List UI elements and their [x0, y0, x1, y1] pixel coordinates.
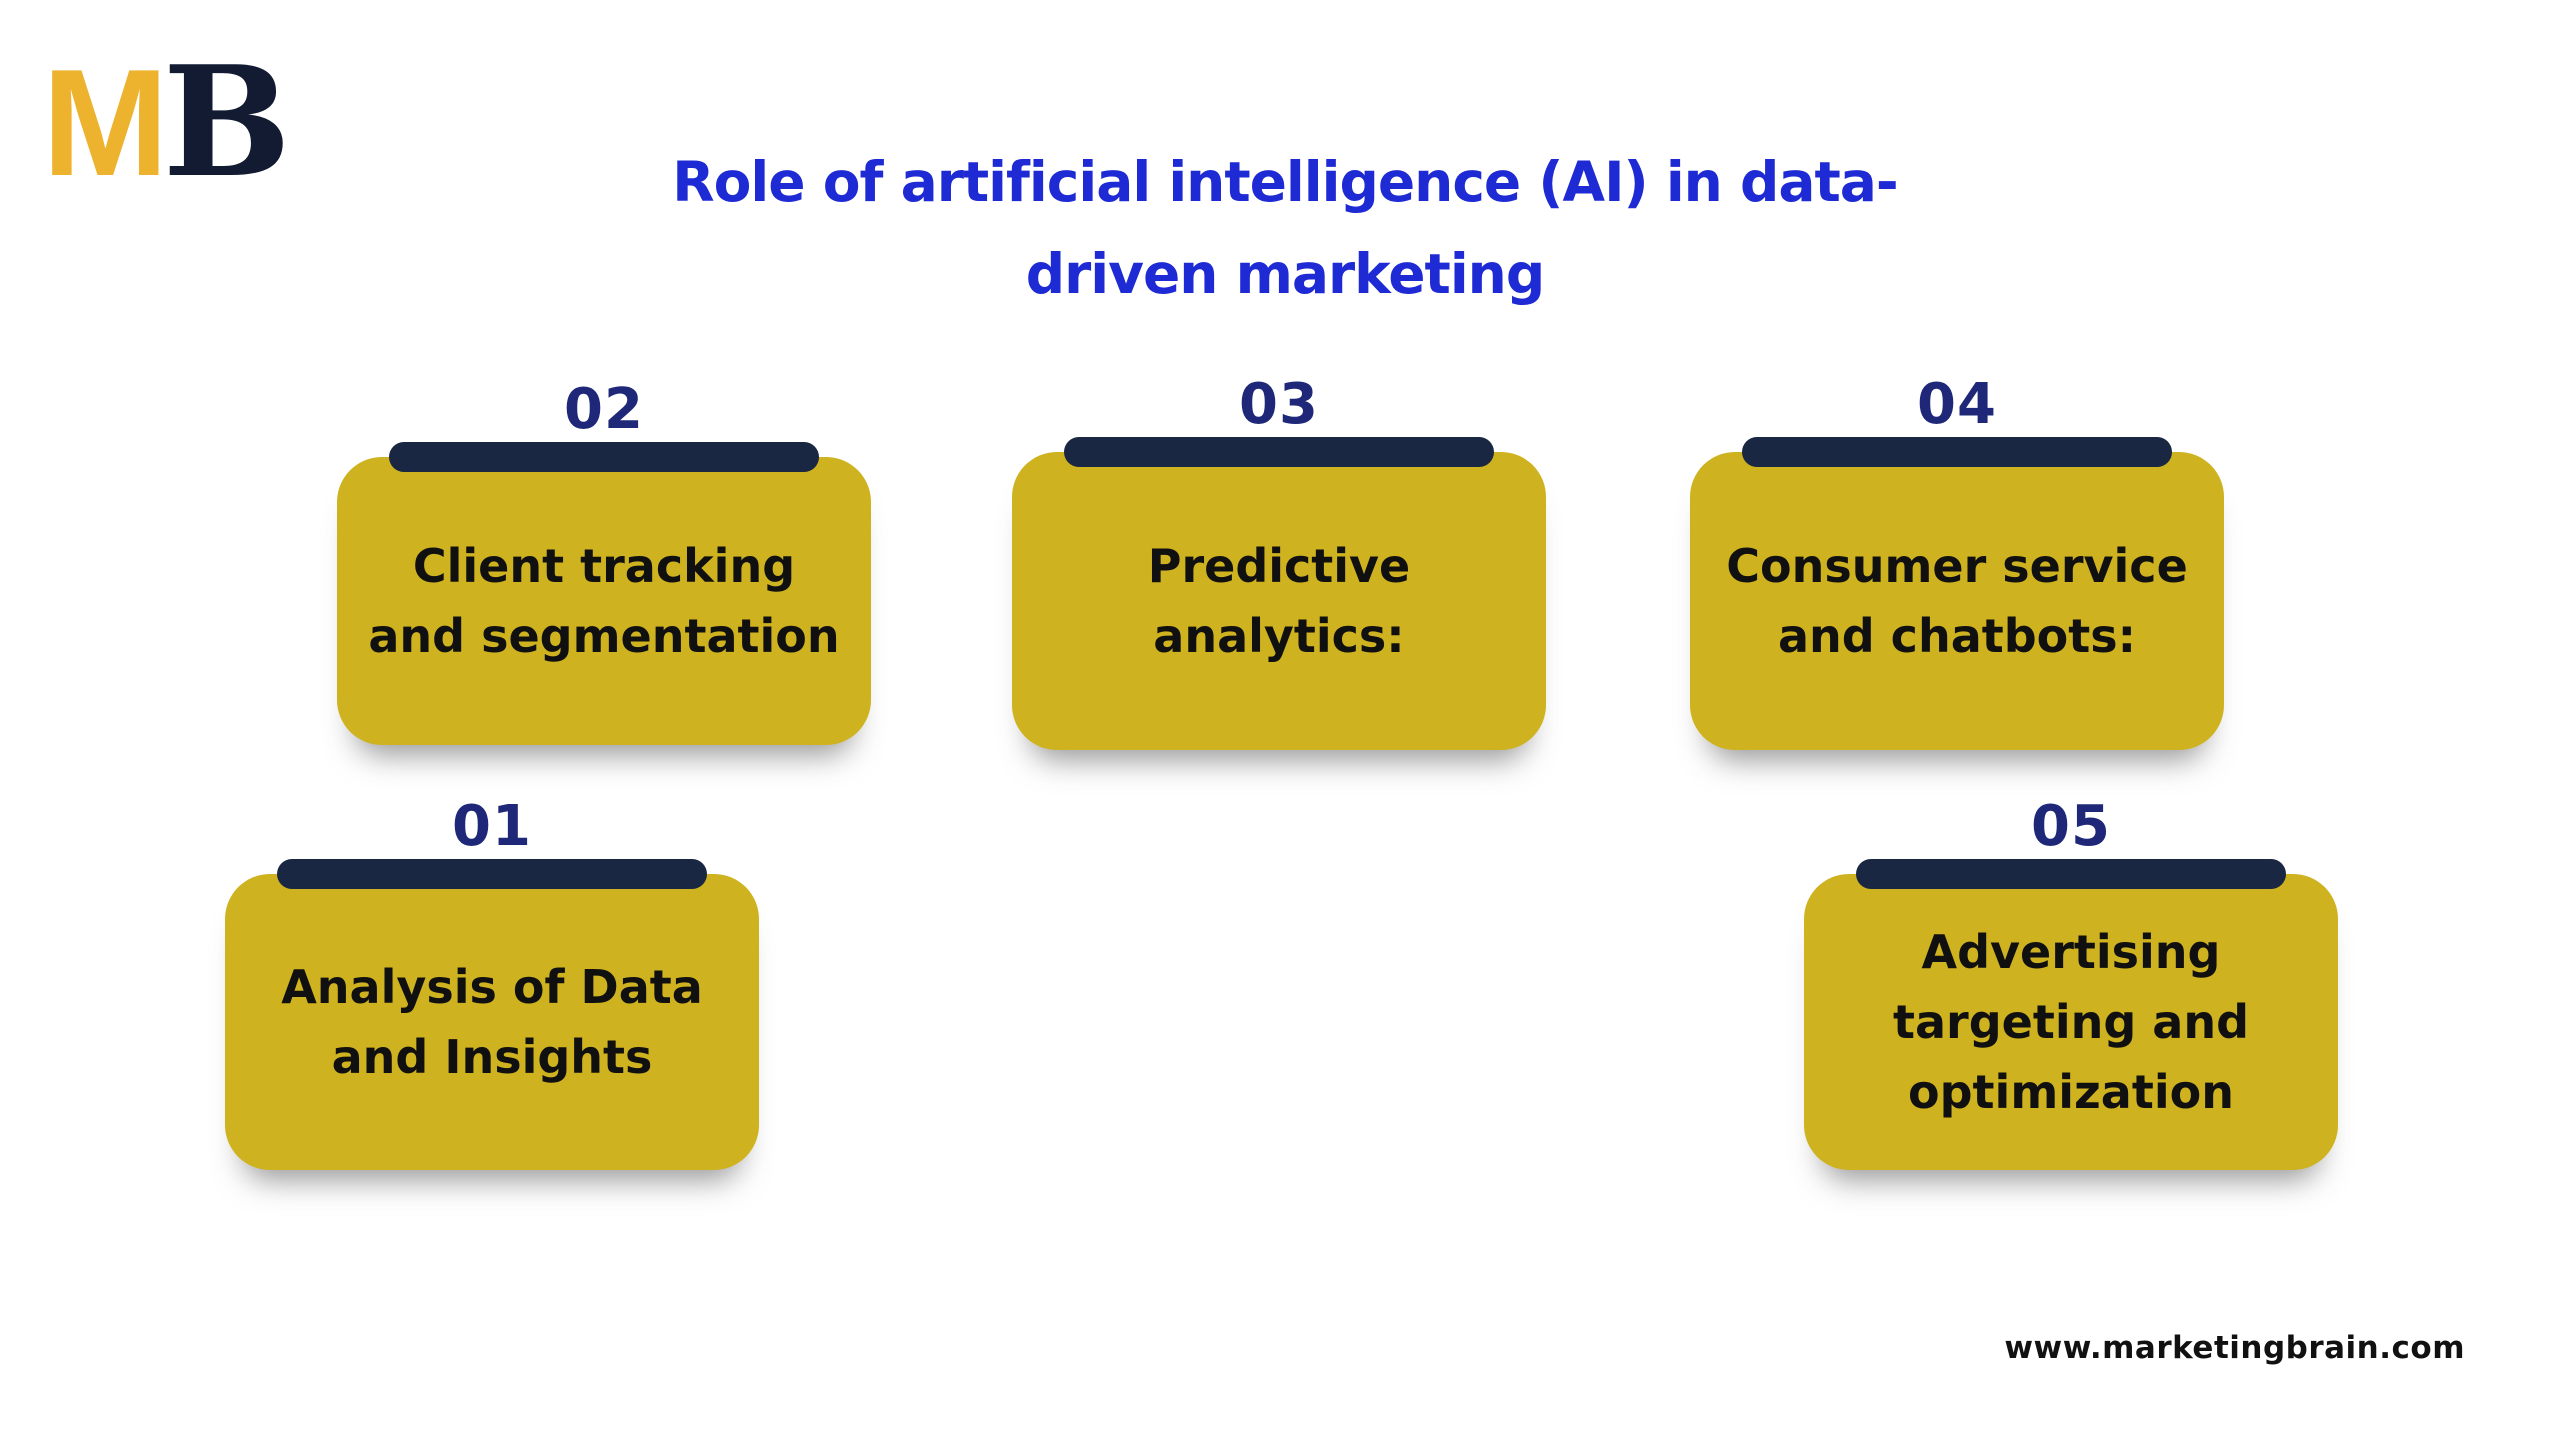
card-top-bar — [1064, 437, 1494, 467]
logo-letter-m: M — [42, 38, 169, 208]
card-number: 01 — [452, 794, 532, 859]
card-number: 02 — [564, 377, 644, 442]
card-body: Client tracking and segmentation — [337, 457, 871, 745]
logo-letter-b: B — [162, 32, 292, 211]
card-top-bar — [1856, 859, 2286, 889]
card-text-line: optimization — [1908, 1065, 2234, 1119]
page-title: Role of artificial intelligence (AI) in … — [480, 136, 2090, 320]
card-body: Predictive analytics: — [1012, 452, 1546, 750]
card-client-tracking: 02 Client tracking and segmentation — [337, 377, 871, 745]
card-top-bar — [389, 442, 819, 472]
card-text-line: Client tracking — [412, 539, 796, 593]
card-text-line: Consumer service — [1726, 539, 2188, 593]
card-body: Consumer service and chatbots: — [1690, 452, 2224, 750]
card-text-line: analytics: — [1153, 609, 1405, 663]
card-consumer-service: 04 Consumer service and chatbots: — [1690, 372, 2224, 750]
card-text-line: and Insights — [331, 1030, 653, 1084]
card-text: Client tracking and segmentation — [368, 531, 839, 671]
card-text: Consumer service and chatbots: — [1726, 531, 2188, 671]
card-analysis-of-data: 01 Analysis of Data and Insights — [225, 794, 759, 1170]
marketing-brain-logo: MB — [42, 42, 291, 204]
card-predictive-analytics: 03 Predictive analytics: — [1012, 372, 1546, 750]
page-title-line2: driven marketing — [1025, 242, 1545, 306]
card-text-line: targeting and — [1892, 995, 2249, 1049]
card-number: 04 — [1917, 372, 1997, 437]
card-text: Predictive analytics: — [1148, 531, 1411, 671]
card-text: Advertising targeting and optimization — [1893, 917, 2249, 1127]
card-body: Analysis of Data and Insights — [225, 874, 759, 1170]
card-body: Advertising targeting and optimization — [1804, 874, 2338, 1170]
card-advertising-targeting: 05 Advertising targeting and optimizatio… — [1804, 794, 2338, 1170]
card-text-line: and chatbots: — [1777, 609, 2137, 663]
website-url: www.marketingbrain.com — [2004, 1330, 2465, 1366]
card-number: 03 — [1239, 372, 1319, 437]
page-title-line1: Role of artificial intelligence (AI) in … — [672, 150, 1898, 214]
card-top-bar — [1742, 437, 2172, 467]
card-number: 05 — [2031, 794, 2111, 859]
card-text-line: Advertising — [1921, 925, 2221, 979]
card-text-line: and segmentation — [368, 609, 840, 663]
card-text-line: Predictive — [1147, 539, 1411, 593]
card-text-line: Analysis of Data — [281, 960, 703, 1014]
card-top-bar — [277, 859, 707, 889]
card-text: Analysis of Data and Insights — [281, 952, 703, 1092]
